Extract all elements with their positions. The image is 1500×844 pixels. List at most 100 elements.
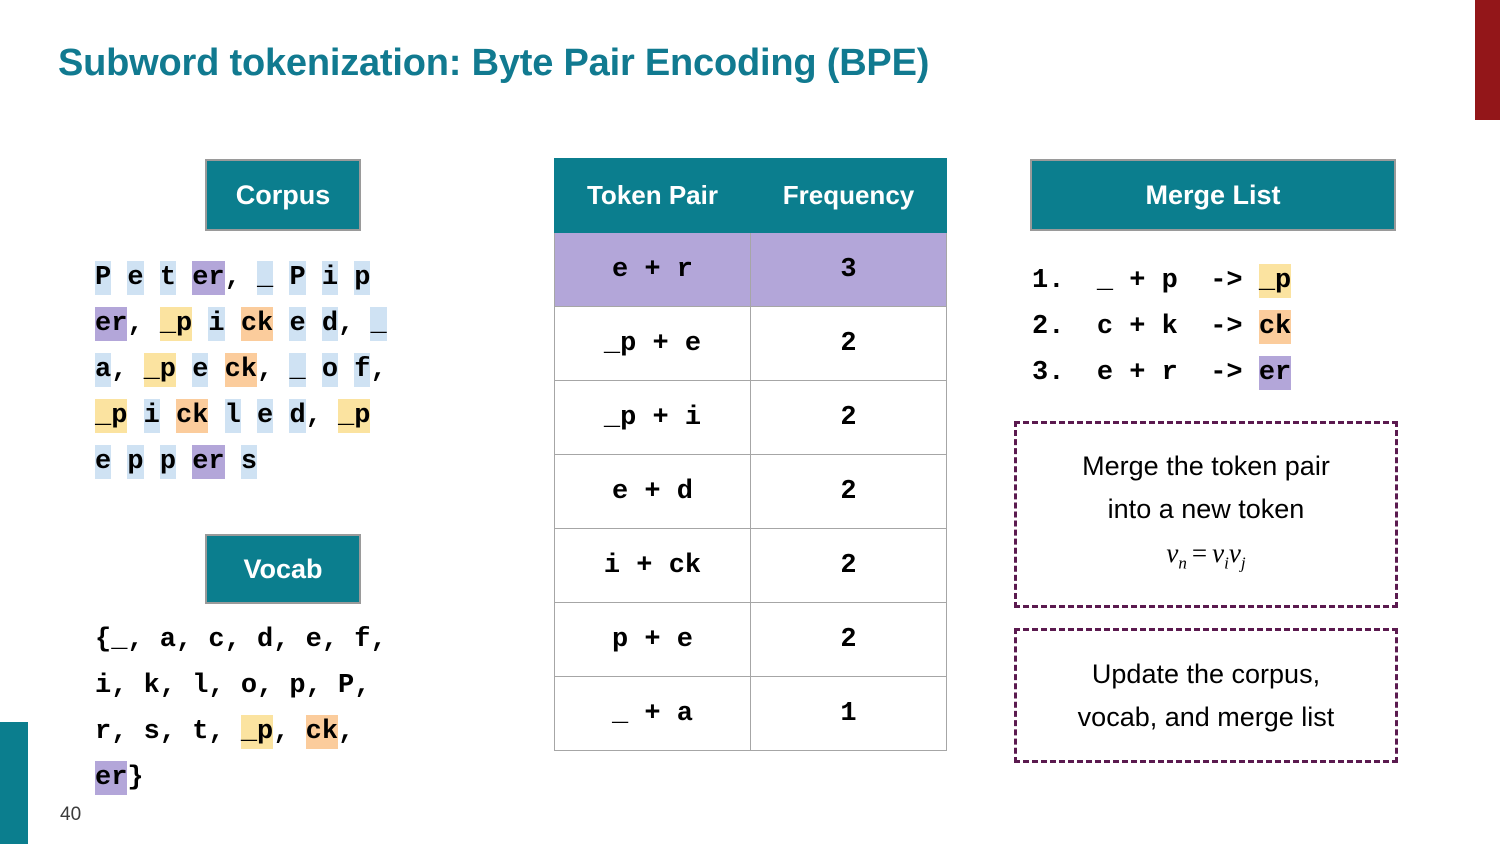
token-segment: , [127, 309, 160, 339]
token-segment [338, 261, 354, 295]
token-segment: e [95, 445, 112, 479]
merge-item-result: _p [1258, 264, 1292, 298]
formula-equals: = [1191, 538, 1208, 569]
corpus-line: a, _p e ck, _ o f, [95, 347, 387, 393]
top-right-accent-bar [1475, 0, 1500, 120]
token-segment [176, 353, 192, 387]
token-segment: _p [240, 715, 274, 749]
token-segment: _p [95, 399, 128, 433]
merge-instruction-box: Merge the token pair into a new token vn… [1014, 421, 1398, 608]
token-segment: ck [176, 399, 209, 433]
token-segment: _p [143, 353, 177, 387]
merge-formula: vn=vivj [1166, 533, 1245, 583]
token-segment [306, 307, 322, 341]
token-segment: t [159, 261, 177, 295]
token-segment: {_, a, c, d, e, f, [95, 625, 387, 655]
page-number: 40 [60, 804, 82, 825]
update-instruction-line-1: Update the corpus, [1091, 658, 1321, 689]
token-segment: } [127, 763, 144, 793]
corpus-line: er, _p i ck e d, _ [95, 301, 387, 347]
merge-list-item: 2. c + k -> ck [1032, 304, 1292, 350]
cell-token-pair: i + ck [554, 528, 751, 603]
cell-token-pair: p + e [554, 602, 751, 677]
merge-item-result: ck [1258, 310, 1292, 344]
token-segment [111, 445, 127, 479]
token-segment [225, 445, 241, 479]
token-segment [306, 353, 322, 387]
merge-instruction-line-1: Merge the token pair [1082, 451, 1330, 482]
token-segment: i [208, 307, 225, 341]
token-segment: P [95, 261, 112, 295]
token-segment [127, 399, 143, 433]
token-segment: ck [305, 715, 339, 749]
token-segment: p [354, 261, 371, 295]
token-segment [176, 445, 192, 479]
cell-frequency: 3 [750, 232, 947, 307]
vocab-line: er} [95, 755, 387, 801]
cell-token-pair: _p + i [554, 380, 751, 455]
token-segment: e [289, 307, 306, 341]
cell-token-pair: e + d [554, 454, 751, 529]
merge-item-index: 1. [1032, 266, 1097, 296]
token-segment [144, 261, 160, 295]
merge-item-result: er [1258, 356, 1292, 390]
merge-item-operands: e + r [1096, 358, 1211, 388]
token-segment [241, 399, 257, 433]
merge-item-operands: c + k [1096, 312, 1211, 342]
merge-list-item: 3. e + r -> er [1032, 350, 1292, 396]
token-segment: p [127, 445, 144, 479]
cell-token-pair: _p + e [554, 306, 751, 381]
token-segment [273, 261, 289, 295]
column-header-token-pair: Token Pair [554, 158, 751, 233]
token-segment: ck [224, 353, 258, 387]
token-segment [273, 307, 289, 341]
token-segment [208, 353, 224, 387]
formula-rhs-first: vi [1212, 538, 1229, 573]
formula-rhs-second: vj [1228, 538, 1246, 573]
token-segment: P [289, 261, 306, 295]
merge-item-index: 2. [1032, 312, 1097, 342]
corpus-header-label: Corpus [235, 179, 331, 210]
column-header-frequency: Frequency [750, 158, 947, 233]
vocab-header-chip: Vocab [205, 534, 361, 604]
token-segment: e [257, 399, 274, 433]
token-segment: er [192, 445, 225, 479]
cell-frequency: 1 [750, 676, 947, 751]
update-instruction-box: Update the corpus, vocab, and merge list [1014, 628, 1398, 763]
token-segment: d [321, 307, 339, 341]
token-segment: _p [338, 399, 371, 433]
token-segment: f [354, 353, 371, 387]
token-segment: , [370, 355, 387, 385]
vocab-line: r, s, t, _p, ck, [95, 709, 387, 755]
corpus-header-chip: Corpus [205, 159, 361, 231]
cell-frequency: 2 [750, 454, 947, 529]
formula-lhs: vn [1166, 538, 1187, 573]
corpus-line: _p i ck l e d, _p [95, 393, 387, 439]
token-segment: p [159, 445, 177, 479]
vocab-line: {_, a, c, d, e, f, [95, 617, 387, 663]
token-segment [111, 261, 127, 295]
token-segment: r, s, t, [95, 717, 241, 747]
token-segment: _ [257, 261, 274, 295]
token-segment: , [111, 355, 144, 385]
merge-item-arrow: -> [1210, 358, 1259, 388]
token-segment: a [95, 353, 112, 387]
token-segment: , [338, 717, 355, 747]
token-segment [338, 353, 354, 387]
cell-token-pair: e + r [554, 232, 751, 307]
vocab-token-text: {_, a, c, d, e, f,i, k, l, o, p, P,r, s,… [95, 617, 387, 801]
cell-frequency: 2 [750, 528, 947, 603]
merge-list-item: 1. _ + p -> _p [1032, 258, 1292, 304]
token-segment: er [95, 307, 128, 341]
merge-item-operands: _ + p [1096, 266, 1211, 296]
vocab-line: i, k, l, o, p, P, [95, 663, 387, 709]
vocab-header-label: Vocab [243, 553, 323, 584]
merge-item-index: 3. [1032, 358, 1097, 388]
